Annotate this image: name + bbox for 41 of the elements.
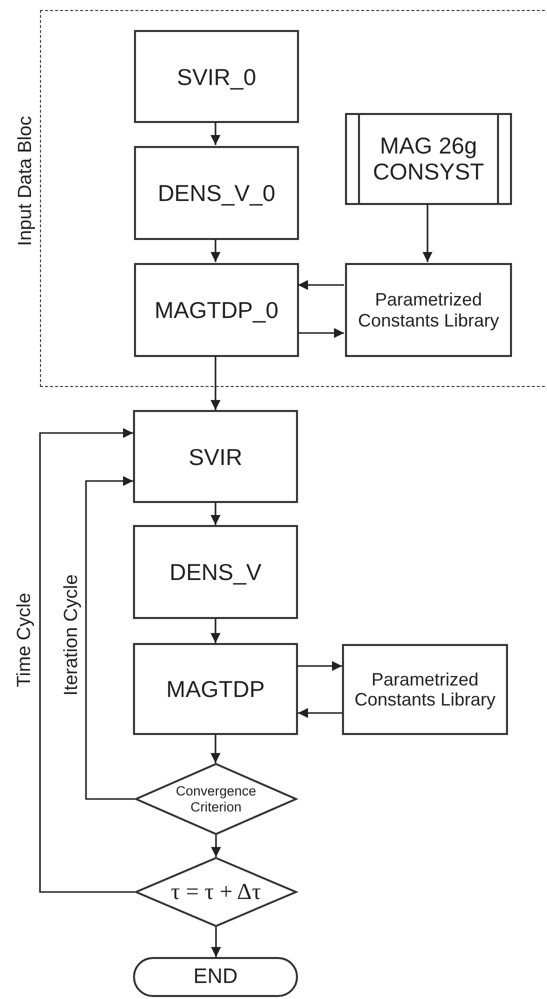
arrow xyxy=(211,927,221,957)
node-label: DENS_V xyxy=(168,558,263,586)
process-box xyxy=(134,146,299,240)
decision-diamond xyxy=(135,857,297,927)
arrow xyxy=(210,356,220,410)
arrow xyxy=(210,503,220,525)
process-box xyxy=(134,30,299,123)
arrow xyxy=(211,835,221,857)
process-box xyxy=(133,410,298,503)
arrow xyxy=(210,239,220,262)
group-label: Input Data Bloc xyxy=(15,116,37,246)
arrow xyxy=(298,328,344,338)
arrow xyxy=(298,280,344,290)
node-label: Convergence Criterion xyxy=(174,783,258,815)
predefined-process-box xyxy=(345,113,512,205)
arrow xyxy=(422,204,432,262)
arrow xyxy=(298,708,342,718)
process-box xyxy=(133,525,298,619)
process-box xyxy=(342,644,508,735)
node-label: SVIR_0 xyxy=(176,63,258,90)
process-box xyxy=(345,263,512,357)
node-label: Parametrized Constants Library xyxy=(353,668,497,710)
node-label: SVIR xyxy=(188,443,244,470)
arrow xyxy=(210,619,220,643)
edge-label: Time Cycle xyxy=(14,590,36,690)
decision-diamond xyxy=(135,763,297,835)
arrow xyxy=(210,122,220,145)
arrow xyxy=(39,428,135,893)
node-label: DENS_V_0 xyxy=(156,180,276,206)
node-label: τ = τ + Δτ xyxy=(170,878,262,906)
arrow xyxy=(85,476,135,800)
arrow xyxy=(210,735,220,763)
node-label: MAGTDP_0 xyxy=(154,296,280,324)
process-box xyxy=(134,263,299,357)
node-label: END xyxy=(192,964,239,990)
process-box xyxy=(133,643,298,735)
node-label: Parametrized Constants Library xyxy=(356,289,500,331)
node-label: MAGTDP xyxy=(165,676,266,702)
arrow xyxy=(298,661,342,671)
node-label: MAG 26g CONSYST xyxy=(372,132,486,186)
terminator-shape xyxy=(133,957,298,997)
